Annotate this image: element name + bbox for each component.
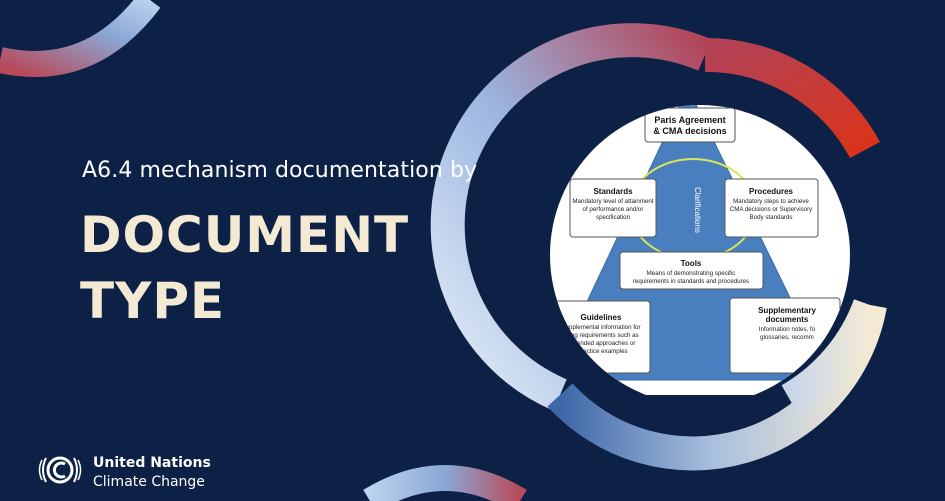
tools-box <box>619 251 764 290</box>
un-climate-logo <box>37 450 83 490</box>
procedures-line: Mandatory steps to achieve <box>733 198 809 205</box>
standards-line: specification <box>596 214 631 221</box>
procedures-title: Procedures <box>749 187 794 196</box>
guidelines-line: mmended approaches or <box>567 340 636 347</box>
org-name-line1: United Nations <box>93 455 211 471</box>
apex-label-line2: & CMA decisions <box>653 126 726 136</box>
guidelines-line: Supplemental information for <box>561 324 640 331</box>
standards-line: Mandatory level of attainment <box>572 198 653 205</box>
supplementary-line: Information notes, fo <box>759 326 816 333</box>
org-name-line2: Climate Change <box>93 474 205 490</box>
tools-line: Means of demonstrating specific <box>647 270 736 277</box>
guidelines-line: ifying requirements such as <box>563 332 638 339</box>
guidelines-line: t practice examples <box>574 348 627 355</box>
page-subtitle: A6.4 mechanism documentation by <box>82 158 478 183</box>
procedures-line: Body standards <box>750 214 793 221</box>
unfccc-logo-icon <box>38 456 82 484</box>
apex-box <box>644 107 736 143</box>
procedures-line: CMA decisions or Supervisory <box>730 206 813 213</box>
supplementary-line: glossaries, recomm <box>760 334 814 341</box>
apex-label-line1: Paris Agreement <box>654 115 725 125</box>
supplementary-title-line1: Supplementary <box>758 306 816 315</box>
supplementary-title-line2: documents <box>766 315 809 324</box>
page-title-line1: DOCUMENT <box>80 206 410 264</box>
standards-line: of performance and/or <box>583 206 644 213</box>
procedures-box <box>724 178 819 238</box>
standards-box <box>569 178 657 238</box>
page-title-line2: TYPE <box>80 272 226 330</box>
guidelines-title: Guidelines <box>581 313 622 322</box>
clarifications-label: Clarifications <box>693 187 702 233</box>
tools-title: Tools <box>681 259 702 268</box>
document-type-diagram: Paris Agreement & CMA decisions Standard… <box>550 105 850 395</box>
tools-line: requirements in standards and procedures <box>633 278 749 285</box>
standards-title: Standards <box>593 187 633 196</box>
